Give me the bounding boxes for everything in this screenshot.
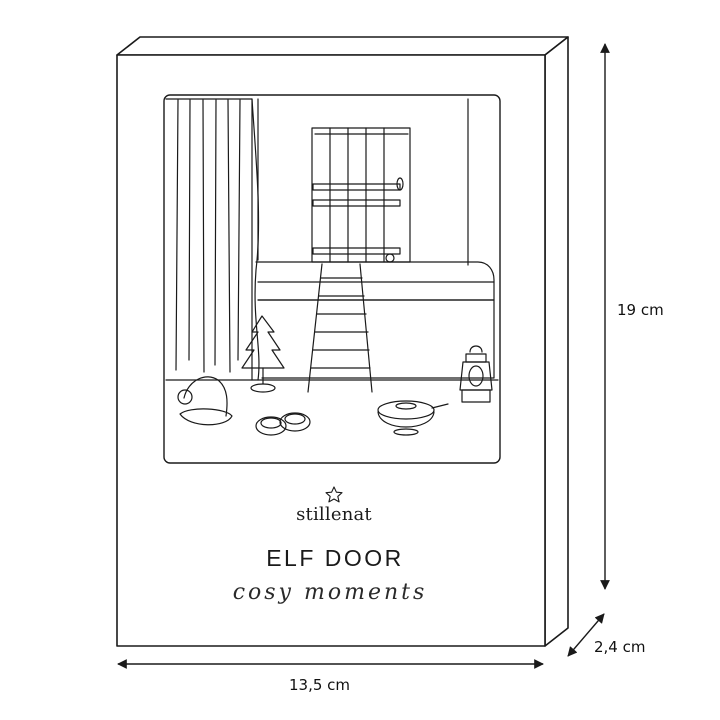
height-dimension-label: 19 cm [617, 301, 664, 319]
slippers [255, 412, 311, 436]
box-side-face [544, 36, 569, 647]
product-tagline: cosy moments [232, 580, 428, 605]
depth-dimension-label: 2,4 cm [594, 638, 646, 656]
elf-hat [177, 376, 233, 426]
width-dimension-label: 13,5 cm [289, 676, 351, 694]
product-title: ELF DOOR [266, 545, 404, 571]
elf-door [311, 127, 411, 263]
box-top-face [116, 36, 569, 56]
wall-ledge [255, 261, 495, 379]
lantern [459, 345, 493, 403]
illustration-window [163, 94, 501, 464]
star-icon [325, 486, 343, 503]
brand-name: stillenat [296, 504, 372, 525]
depth-dimension-line [567, 613, 605, 657]
elf-door-scene [165, 98, 499, 436]
curtain [165, 98, 260, 381]
dimension-lines [117, 43, 610, 669]
christmas-tree [241, 315, 285, 393]
ladder [307, 263, 373, 393]
porridge-bowl [377, 400, 449, 436]
